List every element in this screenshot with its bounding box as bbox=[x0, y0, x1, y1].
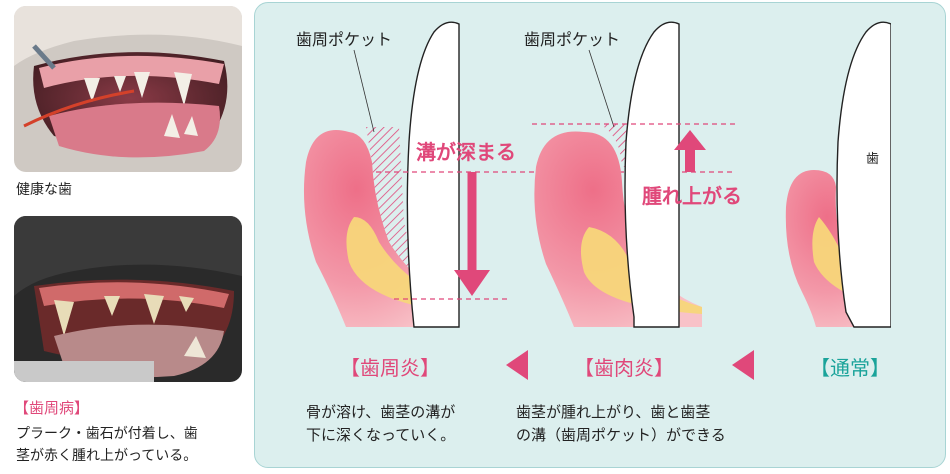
disease-title: 【歯周病】 bbox=[14, 399, 90, 417]
pocket-label-mid: 歯周ポケット bbox=[524, 30, 621, 49]
swell-label: 腫れ上がる bbox=[642, 184, 742, 208]
stage-label-normal: 【通常】 bbox=[810, 356, 890, 380]
deepen-label: 溝が深まる bbox=[416, 140, 516, 164]
disease-desc-line1: プラーク・歯石が付着し、歯 bbox=[16, 426, 198, 442]
periodontitis-stage bbox=[303, 21, 734, 328]
stage-arrow-left bbox=[506, 350, 528, 380]
gingivitis-desc-line2: の溝（歯周ポケット）ができる bbox=[516, 426, 726, 444]
healthy-teeth-photo bbox=[14, 6, 242, 172]
bone-shape-right bbox=[812, 217, 904, 312]
bone-shape-left bbox=[346, 217, 454, 312]
gingivitis-desc-line1: 歯茎が腫れ上がり、歯と歯茎 bbox=[516, 403, 711, 421]
tooth-shape-left bbox=[406, 21, 460, 328]
healthy-caption: 健康な歯 bbox=[16, 182, 72, 198]
periodontitis-desc-line2: 下に深くなっていく。 bbox=[306, 426, 456, 444]
gum-shape-right bbox=[785, 170, 904, 327]
periodontitis-desc-line1: 骨が溶け、歯茎の溝が bbox=[306, 403, 456, 421]
tooth-shape-right bbox=[836, 21, 892, 328]
disease-desc-line2: 茎が赤く腫れ上がっている。 bbox=[16, 448, 198, 464]
periodontal-disease-photo bbox=[14, 216, 242, 382]
stage-label-gingivitis: 【歯肉炎】 bbox=[574, 356, 674, 380]
stage-label-periodontitis: 【歯周炎】 bbox=[340, 356, 440, 380]
gingivitis-stage bbox=[532, 21, 736, 328]
bone-shape-mid bbox=[580, 227, 702, 314]
tooth-shape-mid bbox=[624, 21, 680, 328]
swell-arrow-head bbox=[674, 130, 706, 150]
deepen-arrow-head bbox=[454, 270, 490, 296]
pocket-hatch-left bbox=[366, 127, 454, 302]
pocket-pointer-left bbox=[353, 49, 375, 133]
pocket-label-left: 歯周ポケット bbox=[296, 30, 393, 49]
gum-shape-mid bbox=[534, 131, 702, 327]
tooth-label: 歯 bbox=[866, 152, 880, 167]
normal-stage bbox=[785, 20, 911, 330]
tooth-diagram bbox=[303, 20, 911, 380]
pocket-pointer-mid bbox=[588, 49, 615, 128]
stage-arrow-right bbox=[732, 350, 754, 380]
